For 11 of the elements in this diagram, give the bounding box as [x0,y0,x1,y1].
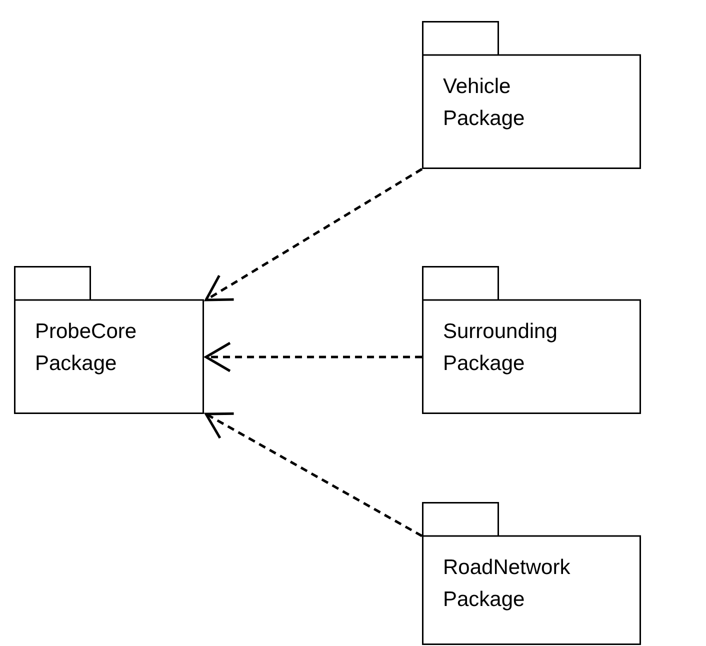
package-box [422,502,641,645]
package-box [422,21,641,169]
package-label: ProbeCore Package [35,319,138,377]
dependency-arrow [204,168,423,302]
package-box [422,266,641,414]
package-label: RoadNetwork Package [443,555,572,613]
package-box [14,266,204,414]
dependency-arrow [204,342,422,372]
dependency-arrow [204,412,423,538]
package-label: Vehicle Package [443,74,526,132]
package-label: Surrounding Package [443,319,558,377]
